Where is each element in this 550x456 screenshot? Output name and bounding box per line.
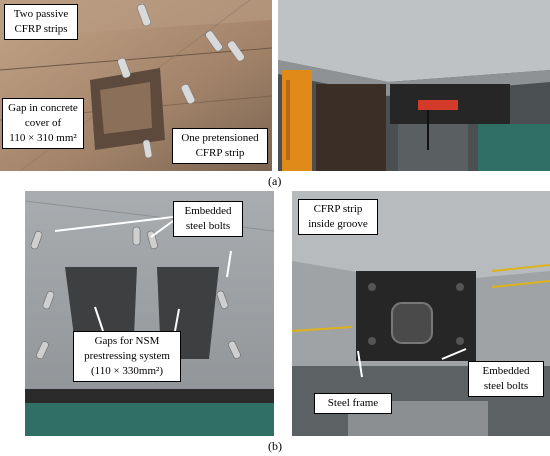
photo-a-right-image xyxy=(278,0,550,171)
photo-a-right xyxy=(278,0,550,171)
label-cfrp-strip-inside-groove: CFRP strip inside groove xyxy=(298,199,378,235)
label-two-passive-cfrp-strips: Two passive CFRP strips xyxy=(4,4,78,40)
caption-a: (a) xyxy=(268,174,282,188)
label-gaps-nsm-prestressing: Gaps for NSM prestressing system (110 × … xyxy=(73,331,181,382)
caption-b: (b) xyxy=(268,439,282,453)
label-embedded-steel-bolts-right: Embedded steel bolts xyxy=(468,361,544,397)
label-one-pretensioned-cfrp-strip: One pretensioned CFRP strip xyxy=(172,128,268,164)
photo-b-right: CFRP strip inside groove Steel frame Emb… xyxy=(292,191,550,436)
label-steel-frame: Steel frame xyxy=(314,393,392,414)
photo-a-left: Two passive CFRP strips Gap in concrete … xyxy=(0,0,272,171)
label-embedded-steel-bolts-left: Embedded steel bolts xyxy=(173,201,243,237)
label-gap-concrete-cover: Gap in concrete cover of 110 × 310 mm² xyxy=(2,98,84,149)
photo-b-left: Embedded steel bolts Gaps for NSM prestr… xyxy=(25,191,274,436)
